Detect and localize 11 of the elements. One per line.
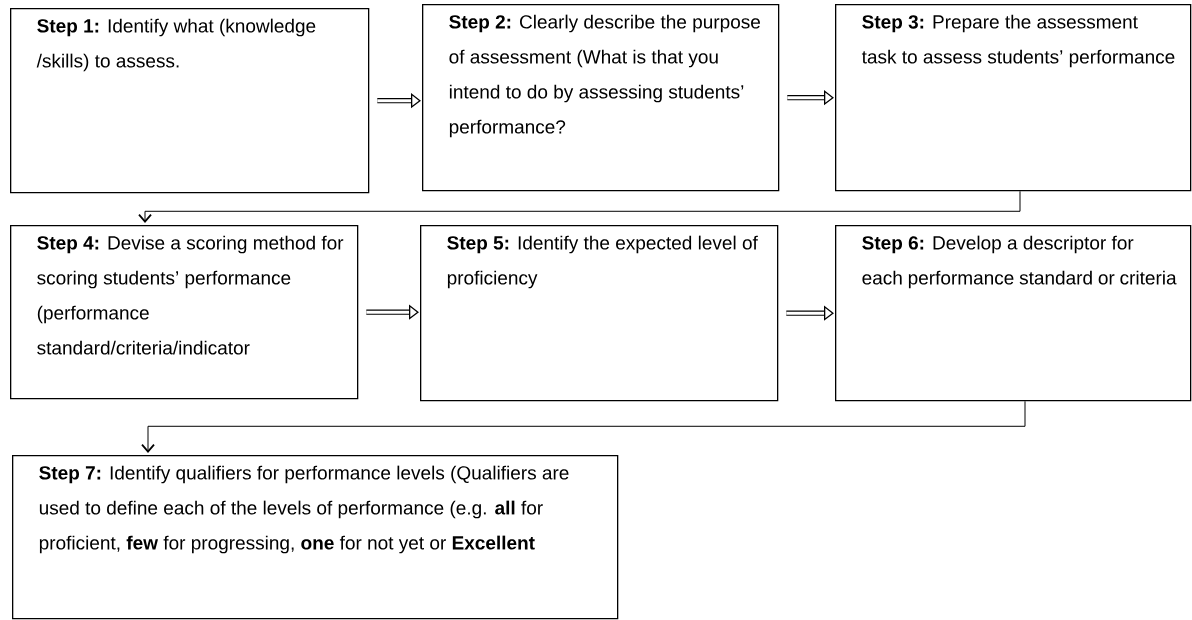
arrow — [138, 190, 1021, 223]
process-box: Step 5: Identify the expected level of proficiency — [420, 225, 779, 402]
process-box: Step 1: Identify what (knowledge /skills) to assess. — [10, 8, 370, 194]
process-box: Step 4: Devise a scoring method for scoring students’ performance (performance standard/criteria/indicator — [10, 225, 359, 400]
process-box: Step 6: Develop a descriptor for each performance standard or criteria — [835, 225, 1192, 402]
process-box: Step 7: Identify qualifiers for performance levels (Qualifiers are used to define each of the levels of performance (e.g. all for proficient, few for progressing, one for not yet or Excellent — [12, 455, 619, 620]
arrow — [786, 305, 834, 321]
arrow — [366, 304, 419, 320]
process-box: Step 3: Prepare the assessment task to assess students’ performance — [835, 4, 1192, 192]
process-box: Step 2: Clearly describe the purpose of assessment (What is that you intend to do by assessing students’ performance? — [422, 4, 780, 192]
arrow — [141, 400, 1026, 453]
